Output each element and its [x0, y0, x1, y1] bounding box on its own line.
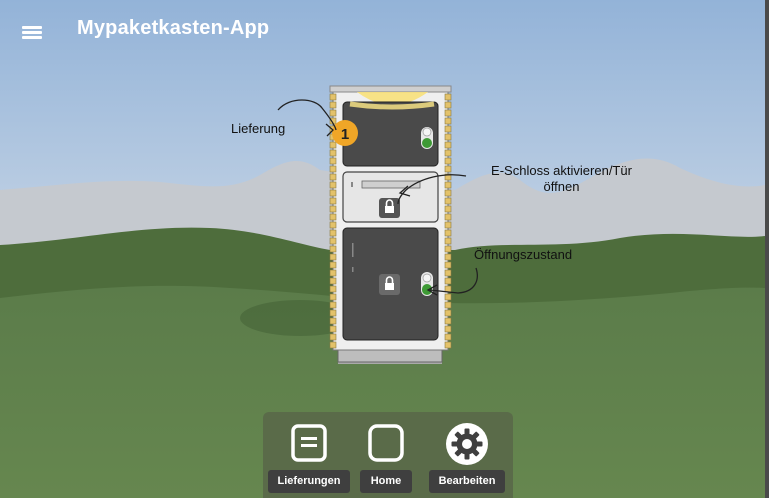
led-segment [444, 229, 452, 237]
led-segment [329, 141, 337, 149]
led-segment [329, 277, 337, 285]
led-segment [444, 133, 452, 141]
led-segment [444, 269, 452, 277]
led-segment [329, 317, 337, 325]
led-segment [444, 109, 452, 117]
led-segment [329, 173, 337, 181]
nav-bearbeiten-label: Bearbeiten [429, 470, 505, 493]
led-segment [444, 149, 452, 157]
led-segment [444, 213, 452, 221]
led-segment [329, 301, 337, 309]
annotation-opening-state: Öffnungszustand [474, 247, 573, 262]
led-segment [329, 341, 337, 349]
led-segment [329, 285, 337, 293]
led-segment [329, 205, 337, 213]
app-bar: Mypaketkasten-App [0, 0, 765, 60]
led-segment [329, 229, 337, 237]
led-segment [444, 101, 452, 109]
led-segment [444, 189, 452, 197]
led-strip-right [444, 93, 452, 349]
led-segment [329, 261, 337, 269]
nav-bearbeiten[interactable]: Bearbeiten [429, 412, 505, 498]
bottom-navigation: Lieferungen Home [263, 412, 513, 498]
home-square-icon [368, 424, 404, 462]
delivery-badge-count: 1 [341, 126, 349, 143]
led-segment [329, 245, 337, 253]
led-segment [444, 165, 452, 173]
led-segment [444, 237, 452, 245]
led-segment [444, 125, 452, 133]
led-segment [329, 221, 337, 229]
led-segment [444, 181, 452, 189]
list-document-icon [291, 424, 327, 462]
led-segment [444, 245, 452, 253]
annotation-lock-line1: E-Schloss aktivieren/Tür [491, 163, 632, 178]
app-title: Mypaketkasten-App [77, 17, 270, 39]
annotation-delivery: Lieferung [231, 121, 286, 136]
led-segment [329, 213, 337, 221]
led-segment [329, 309, 337, 317]
annotation-arrows [277, 99, 478, 296]
led-segment [329, 237, 337, 245]
led-segment [444, 277, 452, 285]
led-segment [329, 293, 337, 301]
led-segment [444, 205, 452, 213]
led-segment [329, 101, 337, 109]
led-segment [444, 173, 452, 181]
led-segment [444, 157, 452, 165]
nav-home-label: Home [360, 470, 412, 493]
led-segment [444, 317, 452, 325]
led-segment [329, 181, 337, 189]
led-segment [329, 197, 337, 205]
led-segment [329, 325, 337, 333]
grass-field [0, 285, 765, 498]
led-segment [444, 333, 452, 341]
led-segment [444, 117, 452, 125]
led-segment [444, 293, 452, 301]
delivery-badge[interactable]: 1 [332, 120, 358, 146]
led-segment [444, 341, 452, 349]
led-segment [444, 261, 452, 269]
led-segment [329, 333, 337, 341]
nav-lieferungen[interactable]: Lieferungen [268, 412, 350, 498]
led-segment [444, 309, 452, 317]
led-segment [444, 141, 452, 149]
led-segment [329, 93, 337, 101]
led-segment [329, 253, 337, 261]
hamburger-menu-icon[interactable] [22, 22, 44, 40]
nav-home[interactable]: Home [360, 412, 412, 498]
led-segment [329, 189, 337, 197]
led-segment [329, 165, 337, 173]
led-segment [444, 221, 452, 229]
bottom-compartment[interactable] [342, 227, 439, 341]
gear-icon [446, 423, 488, 465]
led-segment [444, 93, 452, 101]
led-segment [444, 325, 452, 333]
window-edge [765, 0, 769, 498]
annotation-lock: E-Schloss aktivieren/Tür öffnen [484, 163, 639, 195]
led-segment [444, 301, 452, 309]
led-segment [329, 109, 337, 117]
led-segment [329, 269, 337, 277]
nav-lieferungen-label: Lieferungen [268, 470, 350, 493]
led-segment [329, 157, 337, 165]
annotation-lock-line2: öffnen [543, 179, 580, 194]
led-segment [444, 197, 452, 205]
led-segment [444, 253, 452, 261]
led-segment [329, 149, 337, 157]
